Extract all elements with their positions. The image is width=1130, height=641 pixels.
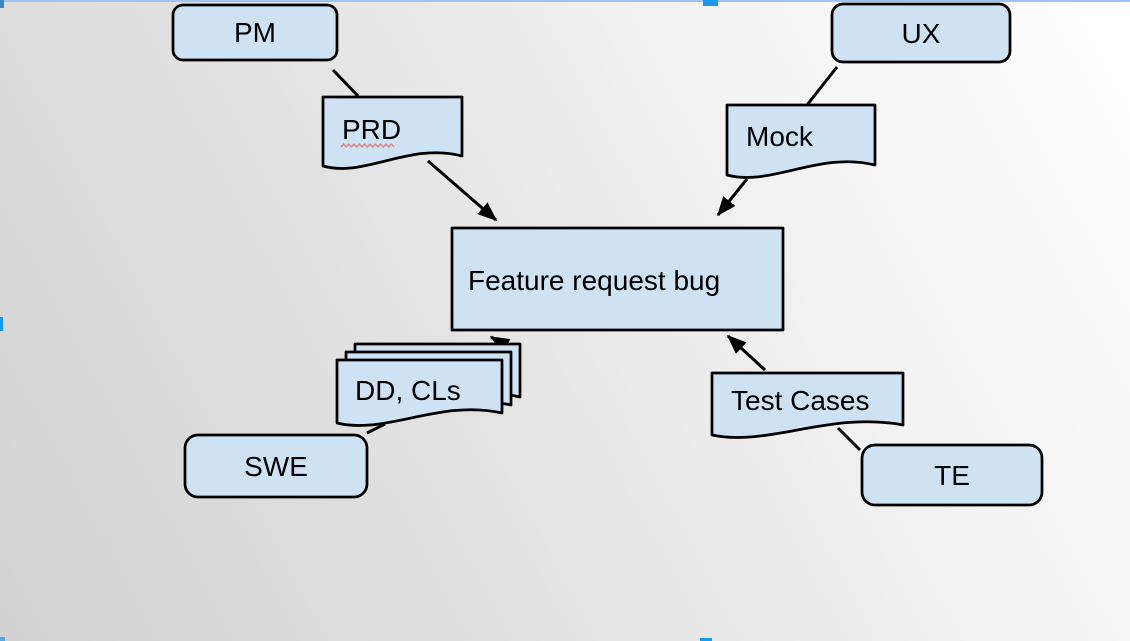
bottom-left-edge-marker: [0, 637, 5, 641]
top-scrollbar-thumb[interactable]: [703, 0, 718, 6]
connector-swe-ddcls[interactable]: [366, 422, 386, 435]
arrow-prd-feature[interactable]: [427, 159, 498, 222]
arrow-testcases-feature[interactable]: [726, 334, 767, 372]
node-te[interactable]: TE: [860, 443, 1044, 507]
node-test-cases-label: Test Cases: [731, 385, 870, 416]
node-mock-label: Mock: [746, 121, 814, 152]
top-left-edge-marker: [0, 0, 4, 8]
node-ux-label: UX: [902, 18, 941, 49]
node-pm[interactable]: PM: [171, 3, 339, 62]
node-test-cases[interactable]: Test Cases: [710, 371, 905, 439]
node-dd-cls[interactable]: DD, CLs: [335, 342, 522, 427]
node-feature-request-bug-label: Feature request bug: [468, 265, 720, 296]
arrow-mock-feature[interactable]: [716, 178, 749, 217]
connector-te-testcases[interactable]: [836, 426, 862, 452]
node-te-label: TE: [934, 460, 970, 491]
connector-ux-mock[interactable]: [805, 66, 839, 106]
node-prd-label: PRD: [342, 114, 401, 145]
node-ux[interactable]: UX: [830, 2, 1012, 64]
node-mock[interactable]: Mock: [725, 103, 877, 179]
left-edge-marker: [0, 317, 3, 331]
connector-pm-prd[interactable]: [331, 68, 360, 98]
node-pm-label: PM: [234, 17, 276, 48]
node-dd-cls-label: DD, CLs: [355, 375, 461, 406]
top-scrollbar-track[interactable]: [0, 0, 1130, 2]
dd-cls-front-sheet: [335, 358, 504, 427]
node-feature-request-bug[interactable]: Feature request bug: [450, 226, 785, 332]
node-swe[interactable]: SWE: [183, 433, 369, 499]
spellcheck-underline: [340, 142, 395, 149]
node-swe-label: SWE: [244, 451, 308, 482]
bottom-scrollbar-thumb[interactable]: [700, 638, 712, 641]
node-prd[interactable]: PRD: [321, 95, 464, 170]
